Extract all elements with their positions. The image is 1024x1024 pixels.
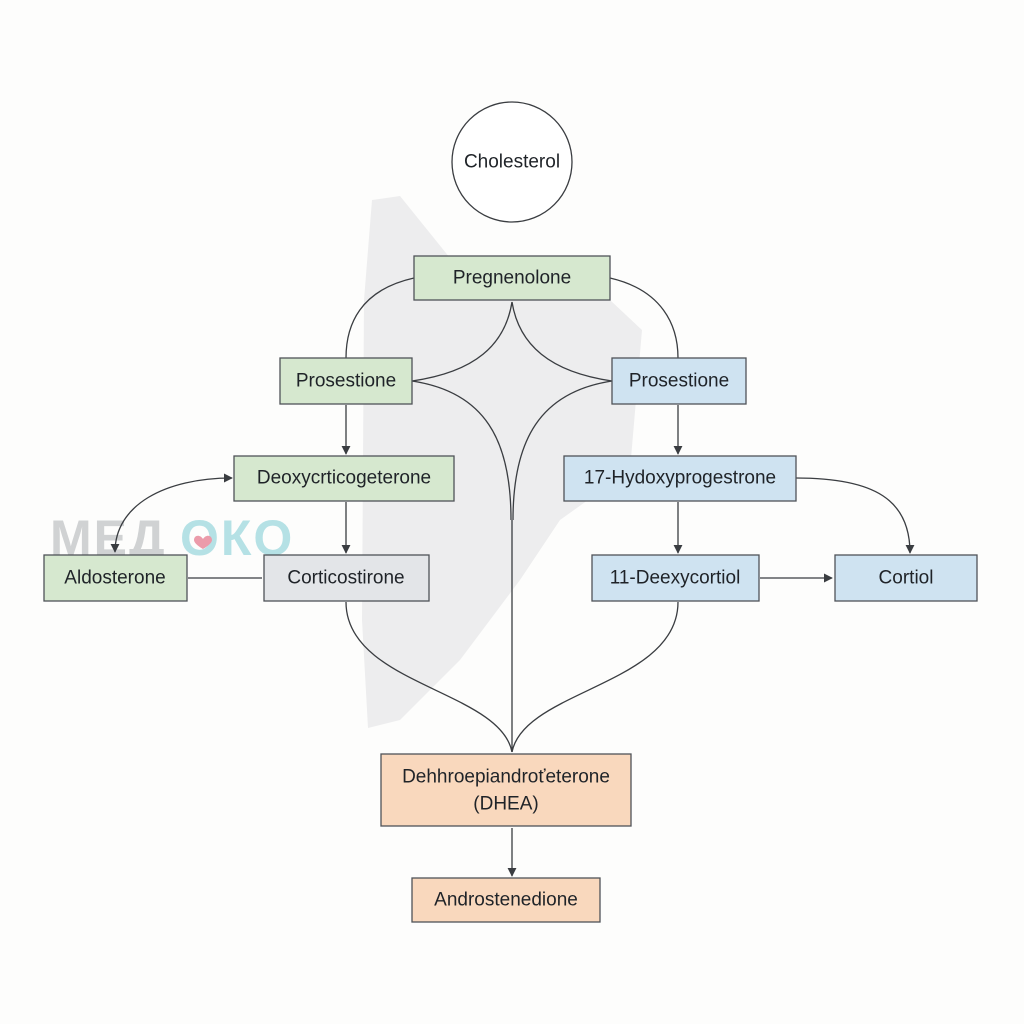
node-aldosterone-box <box>43 554 188 602</box>
node-dhea: Dehhroepiandroťeterone (DHEA) <box>380 753 632 827</box>
node-deoxycorticosterone-label: Deoxycrticogeterone <box>257 468 431 489</box>
node-deoxycortisol-label: 11-Deexycortiol <box>610 568 741 589</box>
edge-star-left-lower <box>411 380 512 521</box>
edge-deoxycortisol-to-dhea <box>511 601 679 753</box>
node-deoxycorticosterone: Deoxycrticogeterone <box>233 455 455 502</box>
node-prosestione-left: Prosestione <box>279 357 413 405</box>
edge-corticosterone-to-dhea <box>345 601 513 753</box>
edge-star-right-upper <box>511 301 613 382</box>
node-androstenedione: Androstenedione <box>411 877 601 923</box>
background-shape <box>362 196 642 728</box>
node-androstenedione-box <box>411 877 601 923</box>
node-cortisol-box <box>834 554 978 602</box>
edge-star-left-upper <box>411 301 513 382</box>
node-pregnenolone: Pregnenolone <box>413 255 611 301</box>
node-prosestione-right-label: Prosestione <box>629 371 729 392</box>
node-aldosterone-label: Aldosterone <box>64 568 165 589</box>
node-prosestione-left-label: Prosestione <box>296 371 396 392</box>
node-cholesterol-shape <box>451 101 573 223</box>
node-dhea-label-line2: (DHEA) <box>473 794 538 815</box>
node-prosestione-right-box <box>611 357 747 405</box>
node-cholesterol: Cholesterol <box>451 101 573 223</box>
node-hydroxyprogesterone: 17-Hydoxyprogestrone <box>563 455 797 502</box>
node-cortisol: Cortiol <box>834 554 978 602</box>
node-prosestione-left-box <box>279 357 413 405</box>
node-androstenedione-label: Androstenedione <box>434 890 578 911</box>
node-deoxycortisol: 11-Deexycortiol <box>591 554 760 602</box>
node-aldosterone: Aldosterone <box>43 554 188 602</box>
node-pregnenolone-box <box>413 255 611 301</box>
node-hydroxyprogesterone-box <box>563 455 797 502</box>
node-deoxycorticosterone-box <box>233 455 455 502</box>
edge-pregnenolone-to-prosestione-left <box>345 277 415 359</box>
edge-deoxycorticosterone-aldosterone <box>110 473 233 553</box>
node-cholesterol-label: Cholesterol <box>464 152 560 173</box>
node-corticosterone: Corticostirone <box>263 554 430 602</box>
node-deoxycortisol-box <box>591 554 760 602</box>
node-hydroxyprogesterone-label: 17-Hydoxyprogestrone <box>584 468 776 489</box>
edge-hydroxyprogesterone-to-cortisol <box>795 477 915 554</box>
node-pregnenolone-label: Pregnenolone <box>453 268 571 289</box>
node-corticosterone-box <box>263 554 430 602</box>
node-prosestione-right: Prosestione <box>611 357 747 405</box>
edge-star-right-lower <box>512 380 613 521</box>
edge-pregnenolone-to-prosestione-right <box>609 277 679 359</box>
node-cortisol-label: Cortiol <box>879 568 934 589</box>
node-corticosterone-label: Corticostirone <box>287 568 404 589</box>
node-dhea-label-line1: Dehhroepiandroťeterone <box>402 767 610 788</box>
node-dhea-box <box>380 753 632 827</box>
edges <box>110 277 915 877</box>
